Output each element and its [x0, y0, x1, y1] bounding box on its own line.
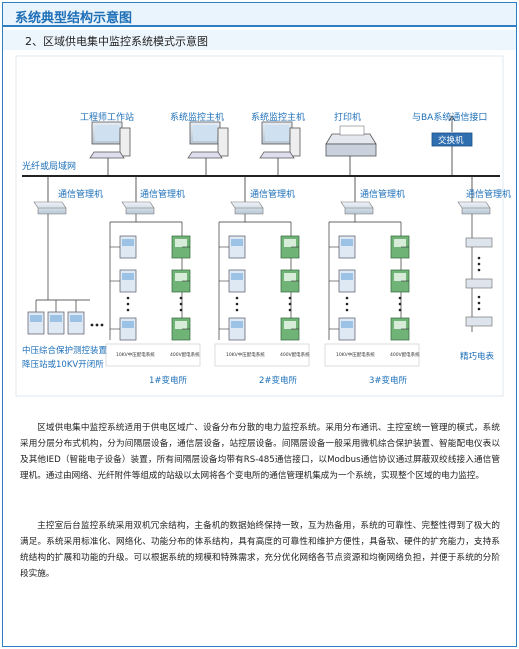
printer-icon	[325, 125, 377, 157]
more-dots-icon	[179, 308, 183, 312]
subtitle-bar: 2、区域供电集中监控系统模式示意图	[3, 30, 516, 50]
comm-manager-label: 通信管理机	[58, 190, 104, 200]
substation-1-label: 1#变电所	[149, 376, 188, 386]
switch-label: 交换机	[438, 136, 464, 146]
more-dots-icon	[126, 308, 130, 312]
comm-manager-icon	[121, 201, 155, 215]
comm-manager-label: 通信管理机	[250, 190, 296, 200]
more-dots-icon	[126, 302, 130, 306]
more-dots-icon	[345, 302, 349, 306]
substation-1-group	[105, 214, 201, 367]
substation-2-group	[214, 214, 310, 367]
monitor-host-1-label: 系统监控主机	[170, 113, 225, 123]
monitor-host-2-label: 系统监控主机	[251, 113, 306, 123]
more-dots-icon	[235, 296, 239, 300]
more-dots-icon	[235, 308, 239, 312]
comm-manager-icon	[457, 201, 491, 215]
sub2-left-label: 10KV中压配电系统	[226, 353, 265, 358]
more-dots-icon	[345, 308, 349, 312]
sub3-right-label: 400V配电系统	[390, 353, 420, 358]
monitor-host-2-icon	[259, 121, 301, 159]
comm-manager-icon	[33, 201, 67, 215]
more-dots-icon	[179, 302, 183, 306]
title-bar: 系统典型结构示意图	[3, 3, 516, 27]
protection-device-icon	[27, 311, 85, 335]
comm-drop-lines	[47, 176, 473, 202]
smart-meter-icon	[465, 237, 493, 327]
sub1-left-label: 10KV中压配电系统	[116, 353, 155, 358]
network-label: 光纤或局域网	[22, 162, 77, 172]
more-dots-icon	[288, 308, 292, 312]
printer-label: 打印机	[334, 113, 362, 123]
diagram-border	[15, 55, 504, 397]
left-group-line1: 中压综合保护测控装置	[22, 346, 108, 356]
sub3-left-label: 10KV中压配电系统	[336, 353, 375, 358]
section-subtitle: 2、区域供电集中监控系统模式示意图	[25, 35, 208, 48]
comm-manager-label: 通信管理机	[360, 190, 406, 200]
comm-manager-icon	[230, 201, 264, 215]
more-dots-icon	[345, 296, 349, 300]
body-paragraph-2: 主控室后台监控系统采用双机冗余结构，主备机的数据始终保持一致，互为热备用，系统的…	[20, 521, 500, 579]
comm-manager-label: 通信管理机	[466, 190, 512, 200]
more-dots-icon	[288, 302, 292, 306]
left-group-line2: 降压站或10KV开闭所	[22, 360, 104, 370]
more-dots-icon	[235, 302, 239, 306]
sub2-right-label: 400V配电系统	[280, 353, 310, 358]
more-dots-icon	[398, 302, 402, 306]
more-dots-icon	[398, 308, 402, 312]
page-title: 系统典型结构示意图	[15, 11, 133, 26]
more-dots-icon	[179, 296, 183, 300]
more-dots-icon	[126, 296, 130, 300]
more-dots-icon	[90, 323, 104, 327]
more-dots-icon	[288, 296, 292, 300]
sub1-right-label: 400V配电系统	[170, 353, 200, 358]
more-dots-icon	[398, 296, 402, 300]
comm-manager-label: 通信管理机	[140, 190, 186, 200]
meter-label: 精巧电表	[460, 352, 495, 362]
meter-group-lines	[471, 214, 480, 332]
substation-3-group	[324, 214, 420, 367]
comm-manager-icon	[340, 201, 374, 215]
body-paragraph-1: 区域供电集中监控系统适用于供电区域广、设备分布分散的电力监控系统。采用分布通讯、…	[20, 423, 500, 481]
meter-more-dots-icon	[477, 256, 481, 311]
substation-2-label: 2#变电所	[259, 376, 298, 386]
left-group-lines	[35, 214, 90, 312]
engineer-station-label: 工程师工作站	[80, 113, 135, 123]
top-drop-lines	[107, 146, 453, 176]
substation-3-label: 3#变电所	[369, 376, 408, 386]
engineer-station-icon	[89, 121, 131, 159]
monitor-host-1-icon	[187, 121, 229, 159]
ba-interface-label: 与BA系统通信接口	[412, 113, 488, 123]
